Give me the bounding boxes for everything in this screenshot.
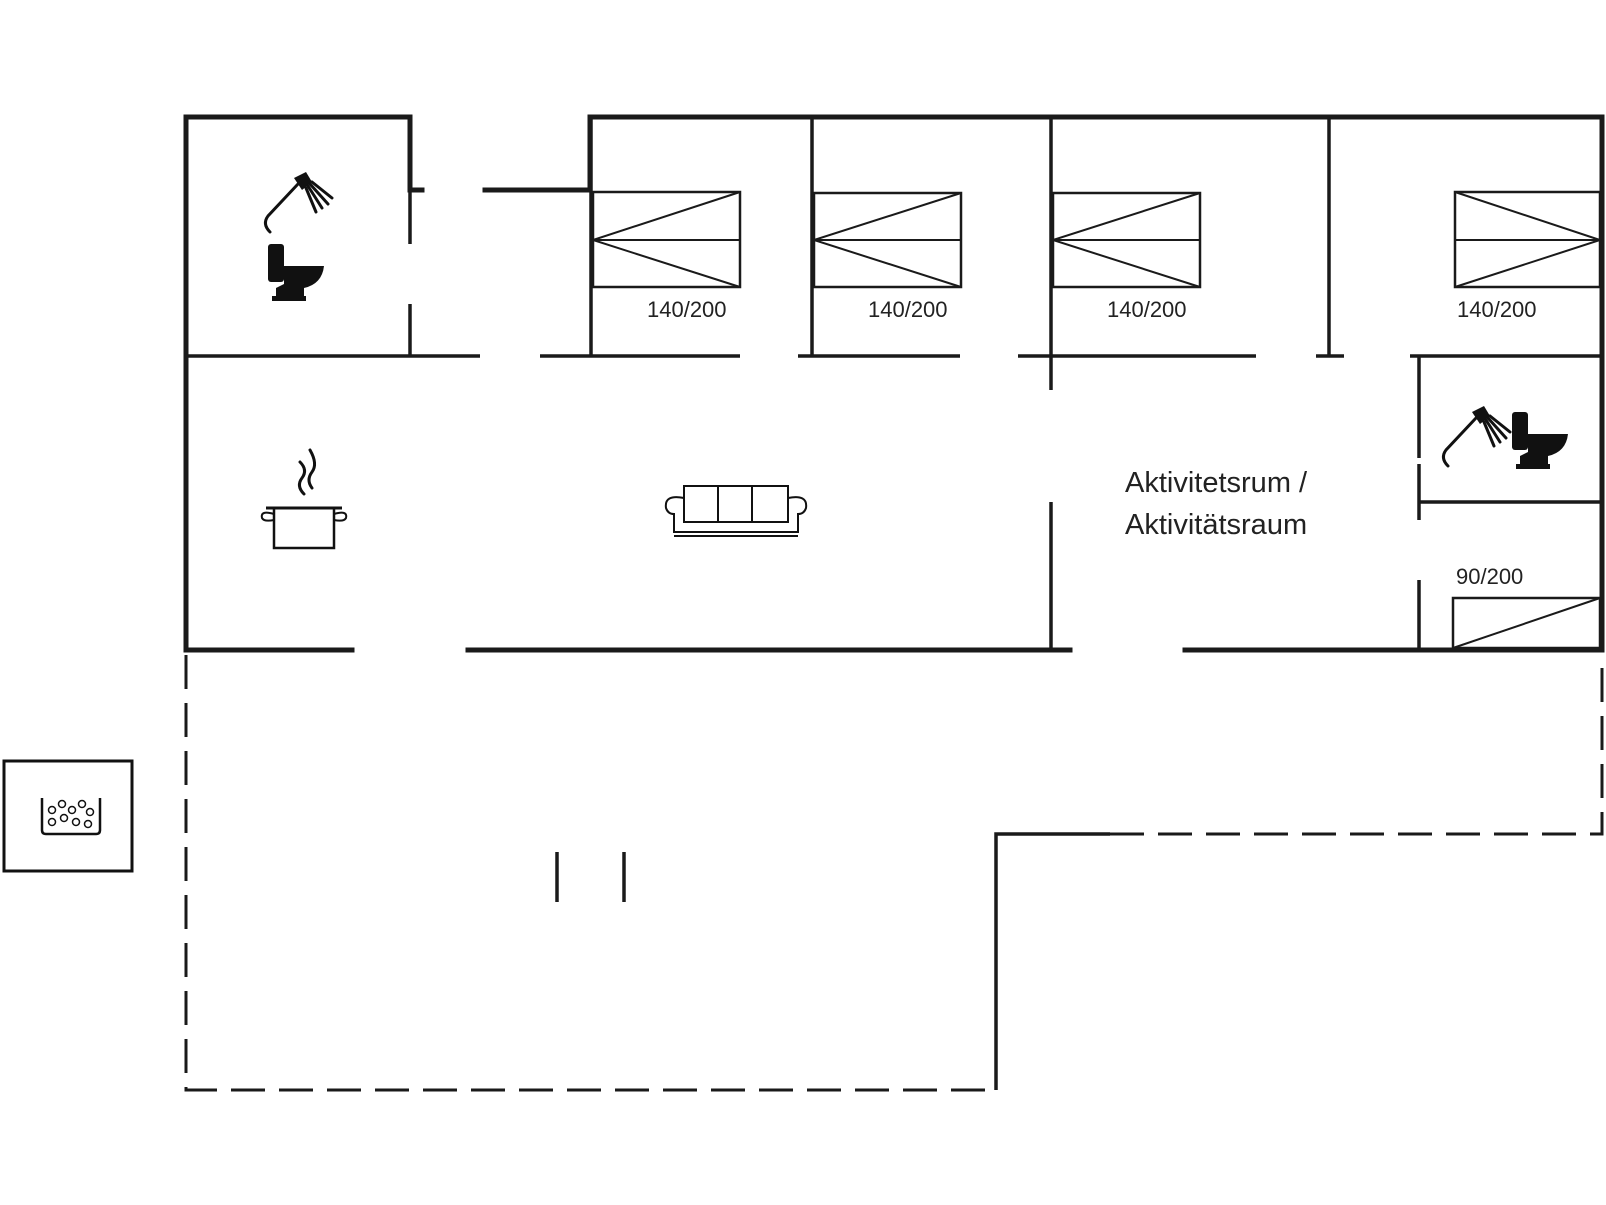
cooking-pot-icon xyxy=(260,448,348,550)
bed-3 xyxy=(1049,191,1202,289)
activity-room-label-line1: Aktivitetsrum / xyxy=(1125,467,1308,499)
hot-tub-icon xyxy=(40,798,102,836)
bed-label-4: 140/200 xyxy=(1457,297,1537,322)
shower-icon xyxy=(263,172,334,234)
bed-label-1: 140/200 xyxy=(647,297,727,322)
bed-4 xyxy=(1453,190,1604,289)
bed-1 xyxy=(589,190,742,289)
bed-small xyxy=(1451,596,1602,650)
shower-icon-2 xyxy=(1441,406,1512,468)
bed-label-small: 90/200 xyxy=(1456,564,1523,589)
bed-label-2: 140/200 xyxy=(868,297,948,322)
bed-label-3: 140/200 xyxy=(1107,297,1187,322)
toilet-icon xyxy=(268,244,324,301)
toilet-icon-2 xyxy=(1512,412,1568,469)
terrace-outline xyxy=(184,655,1604,1092)
hot-tub xyxy=(2,759,134,873)
sofa-icon xyxy=(664,485,808,537)
interior-walls xyxy=(186,117,1602,650)
bed-2 xyxy=(810,191,963,289)
activity-room-label-line2: Aktivitätsraum xyxy=(1125,509,1307,541)
